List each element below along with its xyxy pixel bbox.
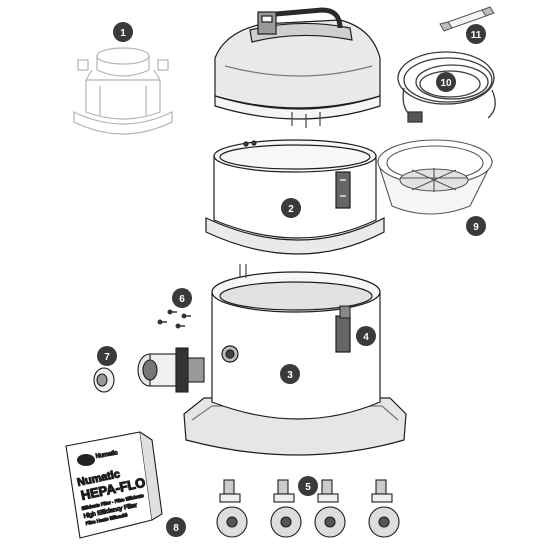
castor-1 <box>216 479 248 538</box>
motor-part <box>73 47 173 135</box>
callout-number: 4 <box>363 332 369 343</box>
callout-screws: 6 <box>172 288 192 308</box>
motor-head <box>214 7 381 128</box>
callout-number: 6 <box>179 294 185 305</box>
cable-part <box>397 51 496 123</box>
callout-filter-box: 8 <box>166 517 186 537</box>
castor-4 <box>368 479 400 538</box>
container-part <box>183 264 407 456</box>
callout-number: 11 <box>471 30 482 41</box>
callout-motor: 1 <box>113 22 133 42</box>
callout-number: 5 <box>305 482 311 493</box>
callout-number: 10 <box>440 78 452 89</box>
callout-container: 3 <box>280 364 300 384</box>
filter-box-part: Numatic Numatic HEPA-FLO Effiziente Filt… <box>65 431 163 539</box>
filter-basket-part <box>377 139 494 215</box>
castor-3 <box>314 479 346 538</box>
clip-part <box>339 305 351 319</box>
callout-filter-basket: 9 <box>466 216 486 236</box>
callout-number: 2 <box>288 204 294 215</box>
clamp-ring-part <box>205 139 385 255</box>
numatic-logo-icon <box>77 454 95 466</box>
callout-number: 9 <box>473 222 479 233</box>
fuse-part <box>439 6 495 32</box>
callout-number: 3 <box>287 370 293 381</box>
screws-part <box>157 309 191 329</box>
castor-2 <box>270 479 302 538</box>
callout-cable: 10 <box>436 72 456 92</box>
callout-number: 1 <box>120 28 126 39</box>
callout-fuse: 11 <box>466 24 486 44</box>
inlet-cap-part <box>93 367 115 393</box>
callout-inlet-cap: 7 <box>97 346 117 366</box>
inlet-assembly-part <box>137 347 205 393</box>
callout-clip: 4 <box>356 326 376 346</box>
castors-part <box>216 479 400 538</box>
callout-number: 8 <box>173 523 179 534</box>
filter-brand-text: Numatic <box>95 450 118 460</box>
callout-clamp-ring: 2 <box>281 198 301 218</box>
callout-castors: 5 <box>298 476 318 496</box>
callout-number: 7 <box>104 352 110 363</box>
